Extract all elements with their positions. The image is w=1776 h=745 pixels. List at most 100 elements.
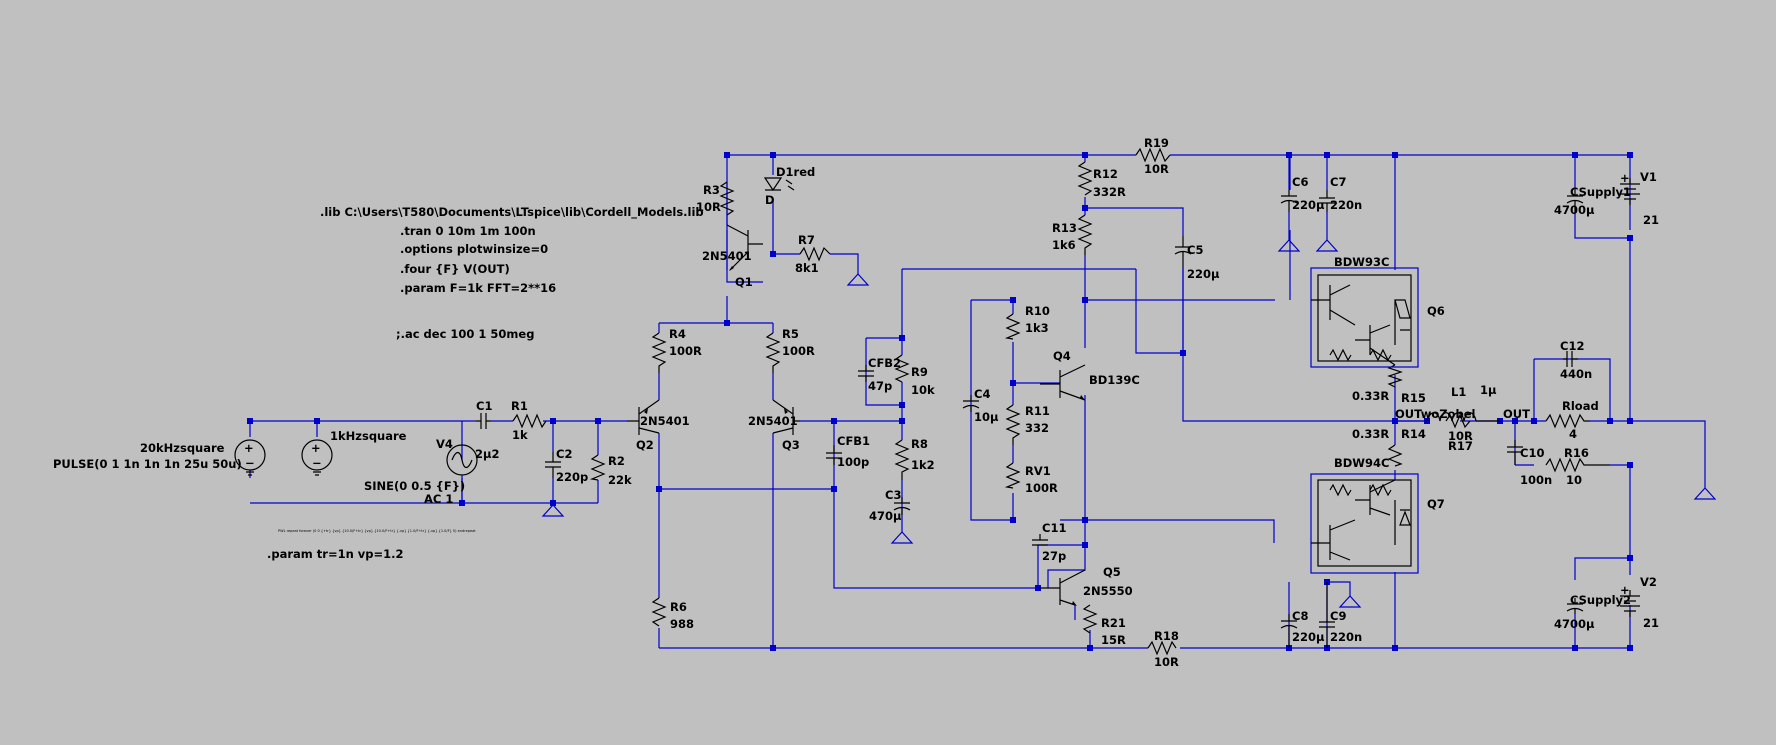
svg-text:−: − bbox=[245, 456, 255, 470]
label-c11-value: 27p bbox=[1042, 549, 1066, 563]
label-c2-name: C2 bbox=[556, 447, 572, 461]
label-r2-name: R2 bbox=[608, 454, 625, 468]
label-q2-name: Q2 bbox=[636, 438, 654, 452]
svg-text:+: + bbox=[244, 441, 254, 455]
darlington-q7[interactable] bbox=[1310, 473, 1419, 574]
label-r3-value: 10R bbox=[696, 200, 721, 214]
transistor-q3[interactable] bbox=[772, 399, 800, 435]
label-q7-value: BDW94C bbox=[1334, 456, 1389, 470]
source-v4-ac: AC 1 bbox=[424, 492, 453, 506]
capacitor-csupply1 bbox=[1566, 190, 1584, 212]
ground-symbols bbox=[541, 239, 1717, 608]
battery-v2[interactable]: + bbox=[1620, 583, 1640, 617]
resistor-r18 bbox=[1147, 640, 1177, 656]
label-l1-value: 1µ bbox=[1480, 383, 1497, 397]
label-r6-name: R6 bbox=[670, 600, 687, 614]
battery-v2-name: V2 bbox=[1640, 575, 1657, 589]
label-c7-value: 220n bbox=[1330, 198, 1362, 212]
darlington-q6[interactable] bbox=[1310, 267, 1419, 368]
label-r1-value: 1k bbox=[512, 428, 528, 442]
label-r17-name: R17 bbox=[1448, 439, 1473, 453]
battery-v1-value: 21 bbox=[1643, 213, 1659, 227]
label-cfb2-value: 47p bbox=[868, 379, 892, 393]
label-r9-name: R9 bbox=[911, 365, 928, 379]
capacitor-c2 bbox=[545, 452, 561, 478]
resistor-r21 bbox=[1082, 604, 1098, 634]
label-c1-value: 2µ2 bbox=[475, 447, 499, 461]
label-r15-name: R15 bbox=[1401, 391, 1426, 405]
label-r17-value: 10R bbox=[1448, 429, 1473, 443]
label-c6-name: C6 bbox=[1292, 175, 1308, 189]
net-labels: OUTwoZobel OUT bbox=[1395, 407, 1530, 421]
label-c8-value: 220µ bbox=[1292, 630, 1325, 644]
resistor-rload bbox=[1545, 413, 1590, 429]
label-q1-value: 2N5401 bbox=[702, 249, 752, 263]
transistor-q1[interactable] bbox=[726, 224, 763, 271]
label-r3-name: R3 bbox=[703, 183, 720, 197]
source-20khz-value: PULSE(0 1 1n 1n 1n 25u 50u) bbox=[53, 457, 242, 471]
label-r4-name: R4 bbox=[669, 327, 686, 341]
spice-directives[interactable]: .lib C:\Users\T580\Documents\LTspice\lib… bbox=[267, 205, 704, 561]
label-r11-name: R11 bbox=[1025, 404, 1050, 418]
label-q3-value: 2N5401 bbox=[748, 414, 798, 428]
label-c11-name: C11 bbox=[1042, 521, 1066, 535]
label-r19-value: 10R bbox=[1144, 162, 1169, 176]
resistor-r10 bbox=[1004, 313, 1021, 340]
led-d1red[interactable] bbox=[763, 177, 795, 192]
label-cfb1-name: CFB1 bbox=[837, 434, 870, 448]
label-r12-value: 332R bbox=[1093, 185, 1126, 199]
label-c3-name: C3 bbox=[885, 488, 901, 502]
svg-text:+: + bbox=[1620, 583, 1630, 597]
label-q2-value: 2N5401 bbox=[640, 414, 690, 428]
label-r2-value: 22k bbox=[608, 473, 632, 487]
capacitor-c4 bbox=[962, 395, 980, 412]
directive-tran: .tran 0 10m 1m 100n bbox=[400, 224, 536, 238]
transistor-q4[interactable] bbox=[1040, 364, 1086, 401]
label-d1-name: D1red bbox=[776, 165, 815, 179]
directive-options: .options plotwinsize=0 bbox=[400, 242, 548, 256]
source-20khz-square[interactable]: +− bbox=[234, 439, 266, 476]
source-1khz-square[interactable]: +− bbox=[301, 439, 333, 476]
capacitor-c12 bbox=[1563, 351, 1578, 367]
label-r5-name: R5 bbox=[782, 327, 799, 341]
source-1khz-name: 1kHzsquare bbox=[330, 429, 407, 443]
label-q6-name: Q6 bbox=[1427, 304, 1445, 318]
label-r16-value: 10 bbox=[1566, 473, 1582, 487]
label-r8-value: 1k2 bbox=[911, 458, 935, 472]
label-r5-value: 100R bbox=[782, 344, 815, 358]
capacitor-c3 bbox=[893, 497, 911, 515]
battery-v1[interactable]: + bbox=[1620, 171, 1640, 205]
transistor-q5[interactable] bbox=[1039, 569, 1086, 606]
label-r18-name: R18 bbox=[1154, 629, 1179, 643]
resistor-r7 bbox=[799, 246, 831, 262]
resistor-r4 bbox=[651, 332, 667, 373]
label-q3-name: Q3 bbox=[782, 438, 800, 452]
label-csupply1-value: 4700µ bbox=[1554, 203, 1595, 217]
resistor-r8 bbox=[894, 439, 910, 480]
label-r18-value: 10R bbox=[1154, 655, 1179, 669]
transistor-q2[interactable] bbox=[627, 399, 660, 435]
directive-param1: .param F=1k FFT=2**16 bbox=[400, 281, 556, 295]
label-c4-name: C4 bbox=[974, 387, 990, 401]
label-c7-name: C7 bbox=[1330, 175, 1346, 189]
resistor-r17 bbox=[1445, 413, 1471, 429]
inductor-l1[interactable] bbox=[1425, 412, 1500, 422]
label-rv1-value: 100R bbox=[1025, 481, 1058, 495]
label-q5-value: 2N5550 bbox=[1083, 584, 1133, 598]
label-q6-value: BDW93C bbox=[1334, 255, 1389, 269]
capacitors[interactable] bbox=[476, 190, 1584, 648]
label-rv1-name: RV1 bbox=[1025, 464, 1051, 478]
label-l1-name: L1 bbox=[1451, 385, 1466, 399]
label-c12-value: 440n bbox=[1560, 367, 1592, 381]
net-out: OUT bbox=[1503, 407, 1530, 421]
resistor-r15 bbox=[1387, 364, 1403, 388]
label-c6-value: 220µ bbox=[1292, 198, 1325, 212]
net-outwozobel: OUTwoZobel bbox=[1395, 407, 1475, 421]
directive-param2: .param tr=1n vp=1.2 bbox=[267, 547, 404, 561]
resistors[interactable] bbox=[512, 147, 1610, 656]
label-csupply1-name: CSupply1 bbox=[1570, 185, 1631, 199]
capacitor-c7 bbox=[1319, 190, 1335, 212]
label-c4-value: 10µ bbox=[974, 410, 999, 424]
source-v4-sine[interactable] bbox=[446, 444, 478, 503]
